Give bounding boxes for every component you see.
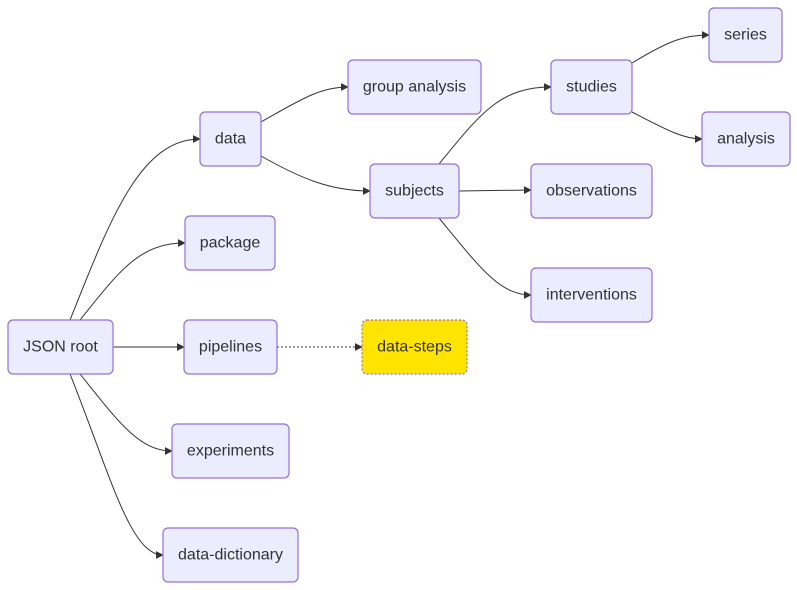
- node-label: data-dictionary: [178, 547, 283, 564]
- node-label: experiments: [187, 443, 274, 460]
- node-interventions[interactable]: interventions: [530, 267, 653, 323]
- edge-root-to-experiments: [79, 373, 173, 455]
- node-label: subjects: [385, 183, 444, 200]
- edge-subjects-to-interventions: [438, 217, 532, 299]
- node-box: [530, 267, 653, 323]
- node-box: [708, 7, 783, 63]
- node-box: [550, 59, 633, 115]
- node-label: pipelines: [199, 339, 262, 356]
- node-label: group analysis: [363, 79, 466, 96]
- node-label: data-steps: [377, 339, 452, 356]
- node-package[interactable]: package: [184, 215, 276, 271]
- node-datadict[interactable]: data-dictionary: [162, 527, 299, 583]
- node-box: [369, 163, 460, 219]
- node-label: series: [724, 27, 767, 44]
- node-label: data: [215, 131, 246, 148]
- node-studies[interactable]: studies: [550, 59, 633, 115]
- edge-root-to-data: [69, 135, 201, 321]
- node-box: [7, 319, 114, 375]
- edge-subjects-to-studies: [438, 83, 552, 165]
- edge-data-to-group: [260, 83, 349, 123]
- nodes-layer: JSON root data package pipelines experiments…: [7, 7, 791, 583]
- node-box: [199, 111, 262, 167]
- edge-data-to-subjects: [260, 155, 371, 195]
- edge-root-to-datadict: [69, 373, 164, 559]
- node-box: [184, 215, 276, 271]
- node-group[interactable]: group analysis: [347, 59, 482, 115]
- node-observations[interactable]: observations: [530, 163, 653, 219]
- node-analysis[interactable]: analysis: [701, 111, 791, 167]
- node-label: package: [200, 235, 261, 252]
- edge-root-to-package: [79, 239, 186, 321]
- edge-subjects-to-observations: [458, 186, 532, 195]
- node-data[interactable]: data: [199, 111, 262, 167]
- node-box: [183, 319, 278, 375]
- node-label: observations: [546, 183, 637, 200]
- node-label: interventions: [546, 287, 637, 304]
- node-box: [171, 423, 290, 479]
- edges-layer: [69, 31, 710, 559]
- node-experiments[interactable]: experiments: [171, 423, 290, 479]
- node-datasteps[interactable]: data-steps: [361, 319, 468, 375]
- node-box: [162, 527, 299, 583]
- node-box: [347, 59, 482, 115]
- node-box: [361, 319, 468, 375]
- edge-studies-to-analysis: [631, 111, 703, 143]
- node-box: [701, 111, 791, 167]
- node-label: studies: [566, 79, 617, 96]
- node-series[interactable]: series: [708, 7, 783, 63]
- node-box: [530, 163, 653, 219]
- node-root[interactable]: JSON root: [7, 319, 114, 375]
- node-label: JSON root: [23, 339, 98, 356]
- node-pipelines[interactable]: pipelines: [183, 319, 278, 375]
- node-label: analysis: [717, 131, 775, 148]
- node-subjects[interactable]: subjects: [369, 163, 460, 219]
- edge-studies-to-series: [631, 31, 710, 64]
